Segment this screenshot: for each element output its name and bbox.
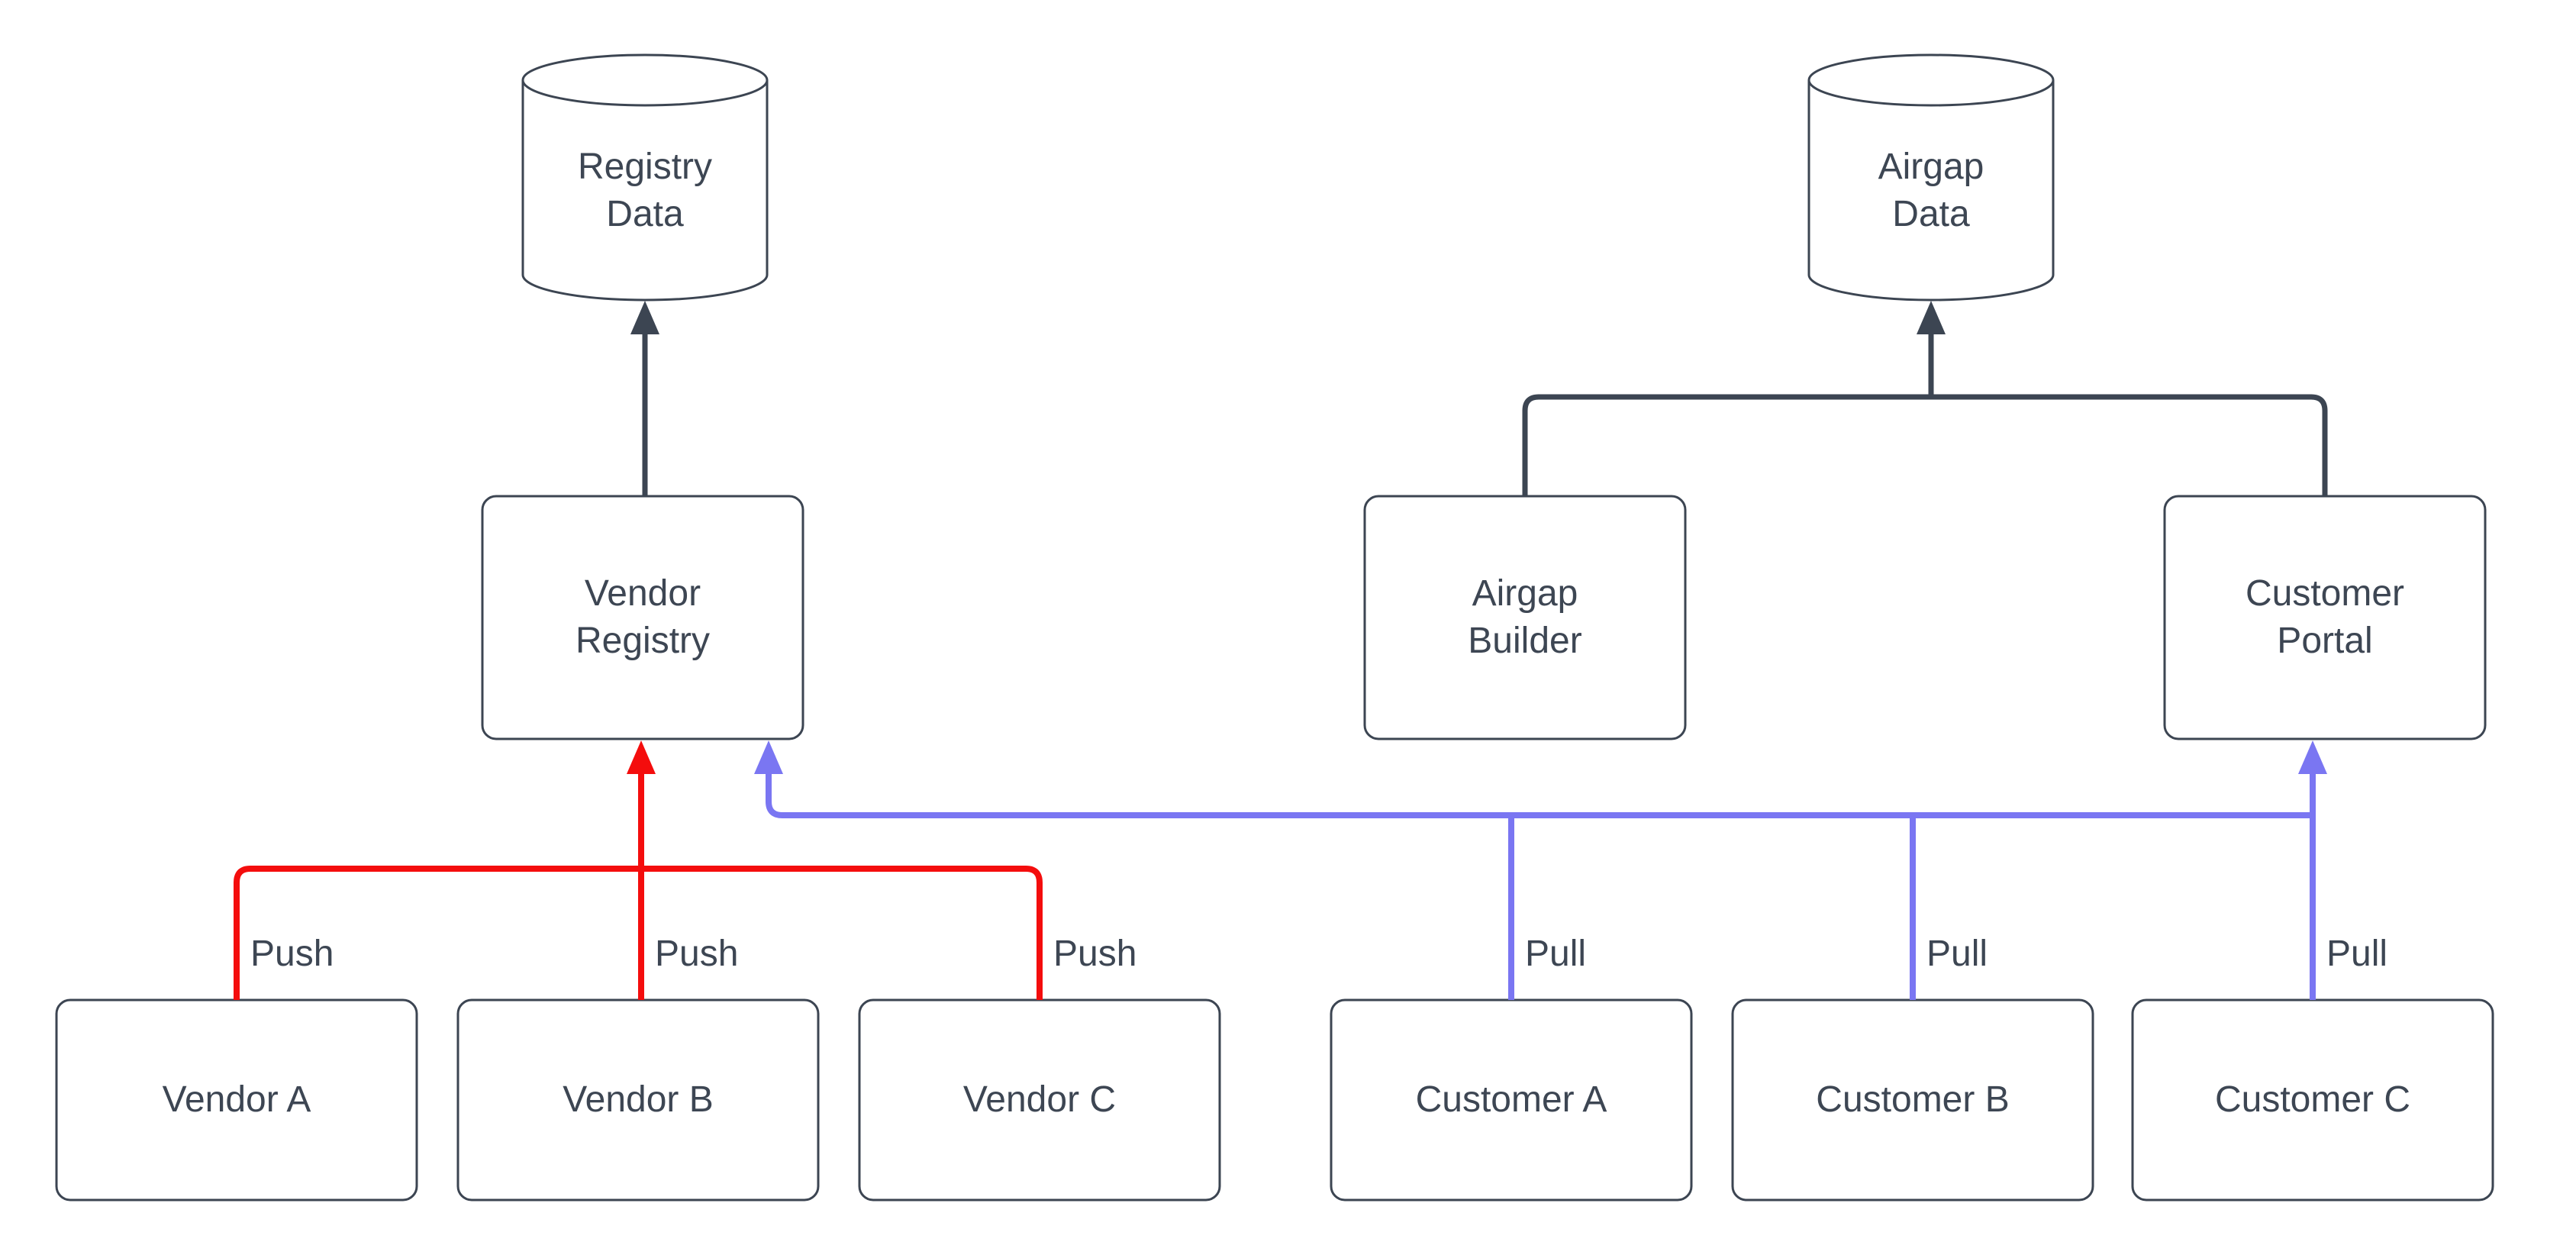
arrowhead-registry-data [630, 301, 659, 334]
vendor-b-node [456, 998, 820, 1202]
vendor-c-node [858, 998, 1221, 1202]
vendor-a-node [55, 998, 418, 1202]
customer-a-node [1330, 998, 1693, 1202]
customer-portal-node [2163, 495, 2487, 740]
registry-data-cylinder [521, 53, 769, 302]
arrowhead-pull-customer-portal [2298, 740, 2327, 774]
airgap-builder-node [1363, 495, 1687, 740]
arrowhead-pull-vendor-registry [754, 740, 783, 774]
edge-pull-bus-to-vendor-registry [766, 773, 2313, 818]
registry-data-cylinder-body [521, 80, 769, 302]
edge-trunk-airgap-builder-customer-portal [1522, 394, 2328, 496]
arrowhead-push-vendor-registry [627, 740, 656, 774]
registry-data-cylinder-top [521, 53, 769, 107]
customer-b-node [1731, 998, 2094, 1202]
airgap-data-cylinder-body [1807, 80, 2055, 302]
vendor-registry-node [481, 495, 804, 740]
arrowhead-airgap-data [1917, 301, 1946, 334]
airgap-data-cylinder-top [1807, 53, 2055, 107]
airgap-data-cylinder [1807, 53, 2055, 302]
customer-c-node [2131, 998, 2494, 1202]
